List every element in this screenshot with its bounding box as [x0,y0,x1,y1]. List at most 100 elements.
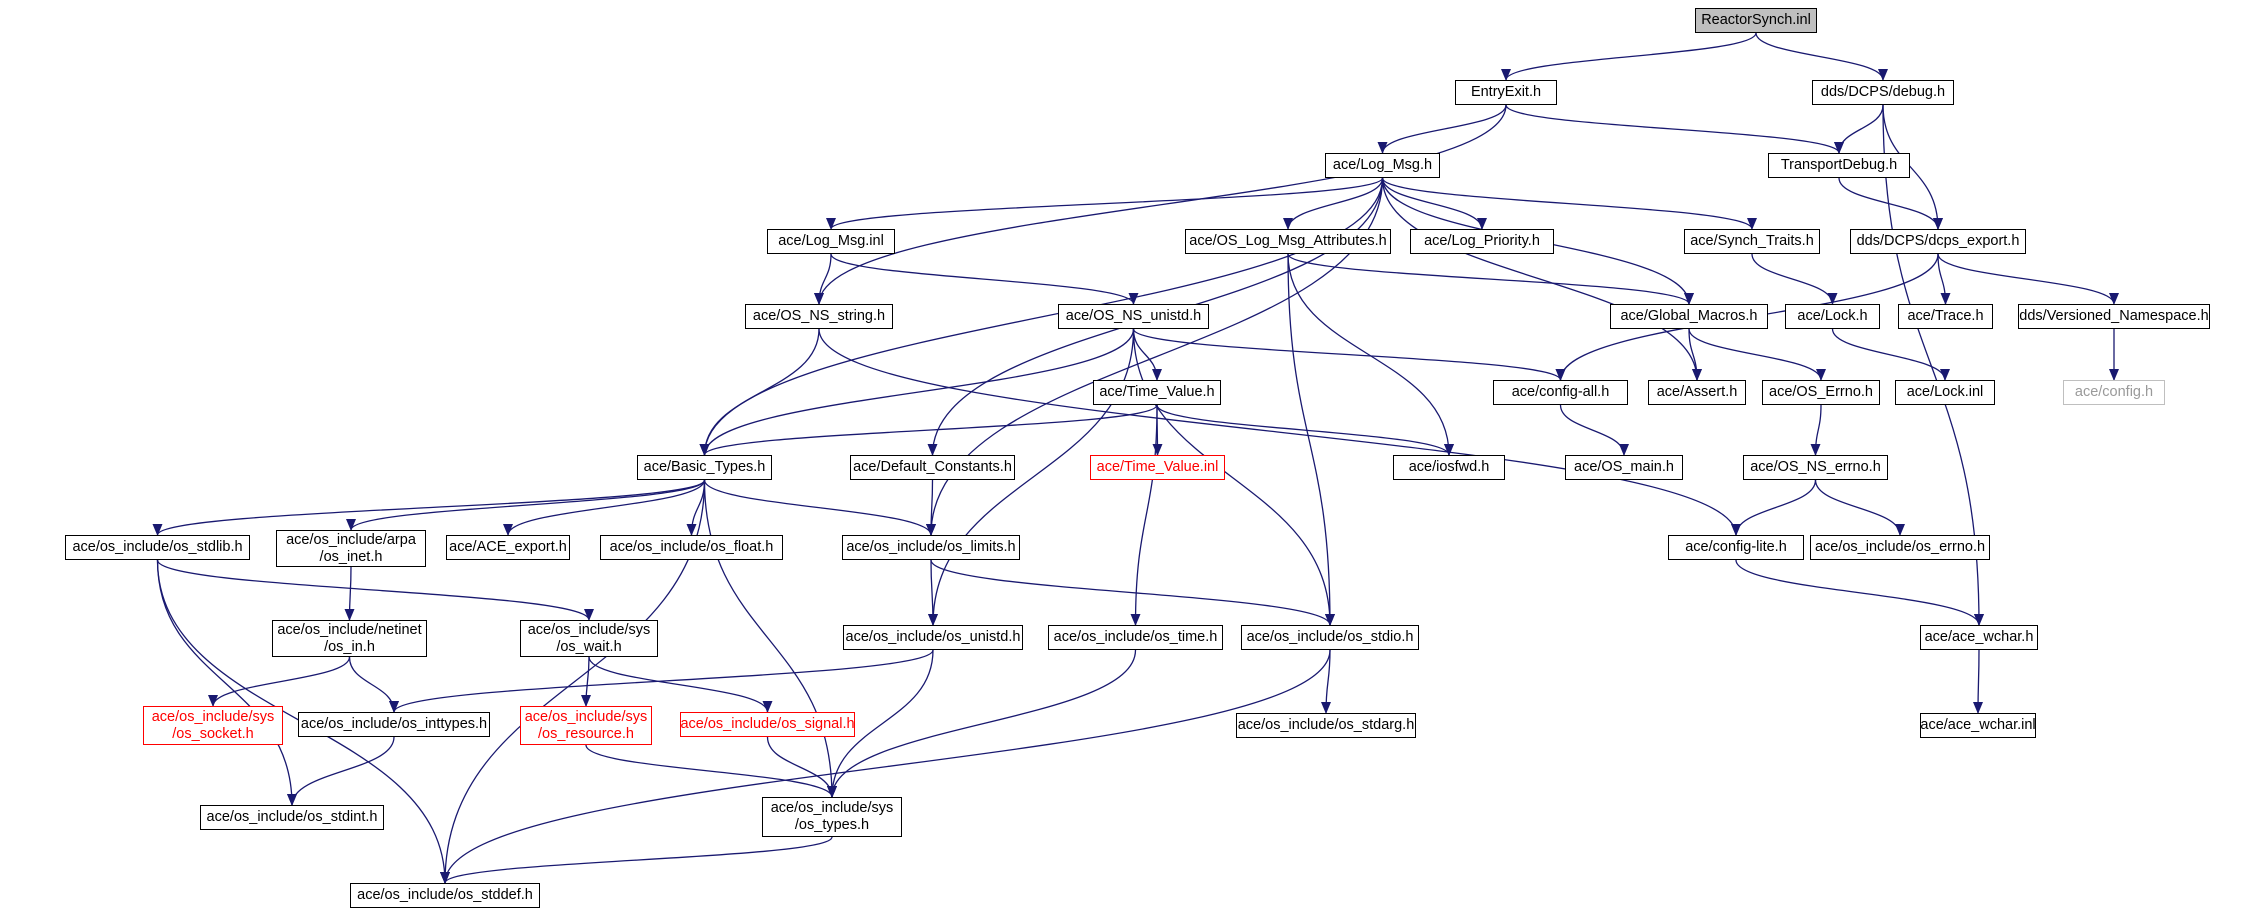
node-ace-os-include-os-float-h[interactable]: ace/os_include/os_float.h [600,535,783,560]
edge-dds-dcps-debug-h-to-dds-dcps-dcps-export-h [1882,104,1943,230]
node-ace-log-msg-inl[interactable]: ace/Log_Msg.inl [767,229,895,254]
node-label: ace/Log_Msg.h [1332,157,1433,173]
edge-dds-dcps-dcps-export-h-to-ace-trace-h [1937,253,1951,305]
node-label: ace/os_include/os_signal.h [680,716,855,732]
node-label: ace/OS_NS_string.h [752,308,886,324]
edge-ace-os-include-os-unistd-h-to-ace-os-include-os-inttypes-h [389,649,934,713]
node-label: ace/os_include/os_stdint.h [206,809,378,825]
node-ace-os-ns-string-h[interactable]: ace/OS_NS_string.h [745,304,893,329]
node-label: ace/config-lite.h [1685,539,1787,555]
node-ace-os-main-h[interactable]: ace/OS_main.h [1565,455,1683,480]
node-ace-os-include-os-stdlib-h[interactable]: ace/os_include/os_stdlib.h [65,535,250,560]
node-ace-default-constants-h[interactable]: ace/Default_Constants.h [850,455,1015,480]
node-ace-synch-traits-h[interactable]: ace/Synch_Traits.h [1684,229,1820,254]
node-ace-os-include-os-signal-h[interactable]: ace/os_include/os_signal.h [680,712,855,737]
node-label: ace/Lock.inl [1906,384,1984,400]
node-label: ace/os_include/os_stdarg.h [1237,717,1415,733]
edge-ace-log-msg-h-to-ace-os-log-msg-attributes-h [1283,177,1384,230]
edge-entryexit-h-to-transportdebug-h [1505,104,1844,154]
edge-ace-os-log-msg-attributes-h-to-ace-global-macros-h [1287,253,1694,305]
node-ace-log-priority-h[interactable]: ace/Log_Priority.h [1410,229,1554,254]
node-ace-trace-h[interactable]: ace/Trace.h [1898,304,1993,329]
node-transportdebug-h[interactable]: TransportDebug.h [1768,153,1910,178]
node-label: ace/os_include/sys [527,621,651,638]
node-label: ace/OS_NS_errno.h [1750,459,1881,475]
node-label: ace/os_include/os_errno.h [1814,539,1986,555]
node-ace-os-include-arpa-os-inet-h[interactable]: ace/os_include/arpa/os_inet.h [276,530,426,567]
edge-ace-basic-types-h-to-ace-os-include-os-limits-h [703,479,936,536]
node-label: /os_inet.h [319,548,383,565]
node-ace-os-include-os-stdarg-h[interactable]: ace/os_include/os_stdarg.h [1236,713,1416,738]
node-ace-os-include-sys-os-resource-h[interactable]: ace/os_include/sys/os_resource.h [520,706,652,745]
node-label: ace/Lock.h [1797,308,1868,324]
node-ace-os-include-os-inttypes-h[interactable]: ace/os_include/os_inttypes.h [298,712,490,737]
edge-ace-log-msg-h-to-ace-synch-traits-h [1381,177,1757,230]
node-ace-log-msg-h[interactable]: ace/Log_Msg.h [1325,153,1440,178]
node-label: ace/OS_main.h [1574,459,1674,475]
node-ace-os-include-os-stdint-h[interactable]: ace/os_include/os_stdint.h [200,805,384,830]
node-ace-os-include-os-stdio-h[interactable]: ace/os_include/os_stdio.h [1241,625,1419,650]
node-label: ace/os_include/os_stddef.h [357,887,533,903]
node-label: ace/ace_wchar.inl [1920,717,2036,733]
node-ace-os-errno-h[interactable]: ace/OS_Errno.h [1762,380,1880,405]
node-ace-config-lite-h[interactable]: ace/config-lite.h [1668,535,1804,560]
edge-ace-os-include-netinet-os-in-h-to-ace-os-include-os-inttypes-h [348,656,399,713]
node-ace-os-log-msg-attributes-h[interactable]: ace/OS_Log_Msg_Attributes.h [1185,229,1391,254]
edge-ace-os-include-sys-os-resource-h-to-ace-os-include-sys-os-types-h [585,744,837,798]
node-ace-iosfwd-h[interactable]: ace/iosfwd.h [1393,455,1505,480]
node-ace-os-include-os-limits-h[interactable]: ace/os_include/os_limits.h [842,535,1020,560]
node-ace-os-include-sys-os-wait-h[interactable]: ace/os_include/sys/os_wait.h [520,620,658,657]
node-ace-os-include-netinet-os-in-h[interactable]: ace/os_include/netinet/os_in.h [272,620,427,657]
edge-ace-os-include-sys-os-wait-h-to-ace-os-include-sys-os-resource-h [581,656,592,707]
edge-ace-log-msg-h-to-ace-log-priority-h [1381,177,1487,230]
edge-ace-os-include-os-limits-h-to-ace-os-include-os-unistd-h [927,559,938,626]
edge-ace-ace-wchar-h-to-ace-ace-wchar-inl [1973,649,1984,714]
node-ace-ace-wchar-inl[interactable]: ace/ace_wchar.inl [1920,713,2036,738]
node-ace-ace-export-h[interactable]: ace/ACE_export.h [446,535,570,560]
node-ace-lock-inl[interactable]: ace/Lock.inl [1895,380,1995,405]
node-label: ace/os_include/sys [151,708,275,725]
edge-ace-basic-types-h-to-ace-os-include-os-stdlib-h [152,479,706,536]
node-ace-os-ns-errno-h[interactable]: ace/OS_NS_errno.h [1743,455,1888,480]
edge-ace-os-ns-string-h-to-ace-basic-types-h [699,328,820,456]
edge-entryexit-h-to-ace-os-ns-string-h [814,104,1507,305]
node-label: /os_wait.h [556,638,622,655]
node-ace-basic-types-h[interactable]: ace/Basic_Types.h [637,455,772,480]
node-label: ace/os_include/os_limits.h [846,539,1016,555]
edge-ace-os-include-os-inttypes-h-to-ace-os-include-os-stdint-h [287,736,395,806]
node-label: ace/Synch_Traits.h [1690,233,1814,249]
edge-ace-os-include-os-stdlib-h-to-ace-os-include-sys-os-wait-h [156,559,594,621]
edge-ace-os-include-os-stdlib-h-to-ace-os-include-os-stdint-h [156,559,297,806]
edge-ace-os-ns-errno-h-to-ace-config-lite-h [1731,479,1817,536]
edge-ace-os-include-os-limits-h-to-ace-os-include-os-stdio-h [930,559,1335,626]
node-dds-dcps-debug-h[interactable]: dds/DCPS/debug.h [1812,80,1954,105]
node-ace-os-ns-unistd-h[interactable]: ace/OS_NS_unistd.h [1058,304,1209,329]
node-ace-time-value-h[interactable]: ace/Time_Value.h [1093,380,1221,405]
node-ace-os-include-os-unistd-h[interactable]: ace/os_include/os_unistd.h [843,625,1023,650]
node-label: ace/os_include/os_time.h [1053,629,1218,645]
node-label: ace/Time_Value.h [1099,384,1215,400]
node-label: ace/os_include/os_inttypes.h [300,716,488,732]
edge-ace-basic-types-h-to-ace-os-include-arpa-os-inet-h [346,479,706,531]
node-dds-versioned-namespace-h[interactable]: dds/Versioned_Namespace.h [2018,304,2210,329]
node-ace-lock-h[interactable]: ace/Lock.h [1785,304,1880,329]
node-ace-os-include-sys-os-socket-h[interactable]: ace/os_include/sys/os_socket.h [143,706,283,745]
node-reactorsynch-inl: ReactorSynch.inl [1695,8,1817,33]
node-ace-os-include-os-time-h[interactable]: ace/os_include/os_time.h [1048,625,1223,650]
node-ace-os-include-os-errno-h[interactable]: ace/os_include/os_errno.h [1810,535,1990,560]
node-ace-ace-wchar-h[interactable]: ace/ace_wchar.h [1920,625,2038,650]
node-ace-time-value-inl[interactable]: ace/Time_Value.inl [1090,455,1225,480]
node-ace-global-macros-h[interactable]: ace/Global_Macros.h [1610,304,1768,329]
node-dds-dcps-dcps-export-h[interactable]: dds/DCPS/dcps_export.h [1850,229,2026,254]
node-ace-config-all-h[interactable]: ace/config-all.h [1493,380,1628,405]
node-ace-assert-h[interactable]: ace/Assert.h [1648,380,1746,405]
node-label: ace/Trace.h [1907,308,1984,324]
node-label: ace/os_include/os_unistd.h [845,629,1021,645]
node-label: ace/os_include/os_float.h [609,539,774,555]
node-entryexit-h[interactable]: EntryExit.h [1455,80,1557,105]
edge-ace-config-all-h-to-ace-os-main-h [1559,404,1629,456]
node-ace-os-include-os-stddef-h[interactable]: ace/os_include/os_stddef.h [350,883,540,908]
node-label: ace/config-all.h [1511,384,1610,400]
node-ace-os-include-sys-os-types-h[interactable]: ace/os_include/sys/os_types.h [762,797,902,837]
node-label: ace/Basic_Types.h [643,459,766,475]
